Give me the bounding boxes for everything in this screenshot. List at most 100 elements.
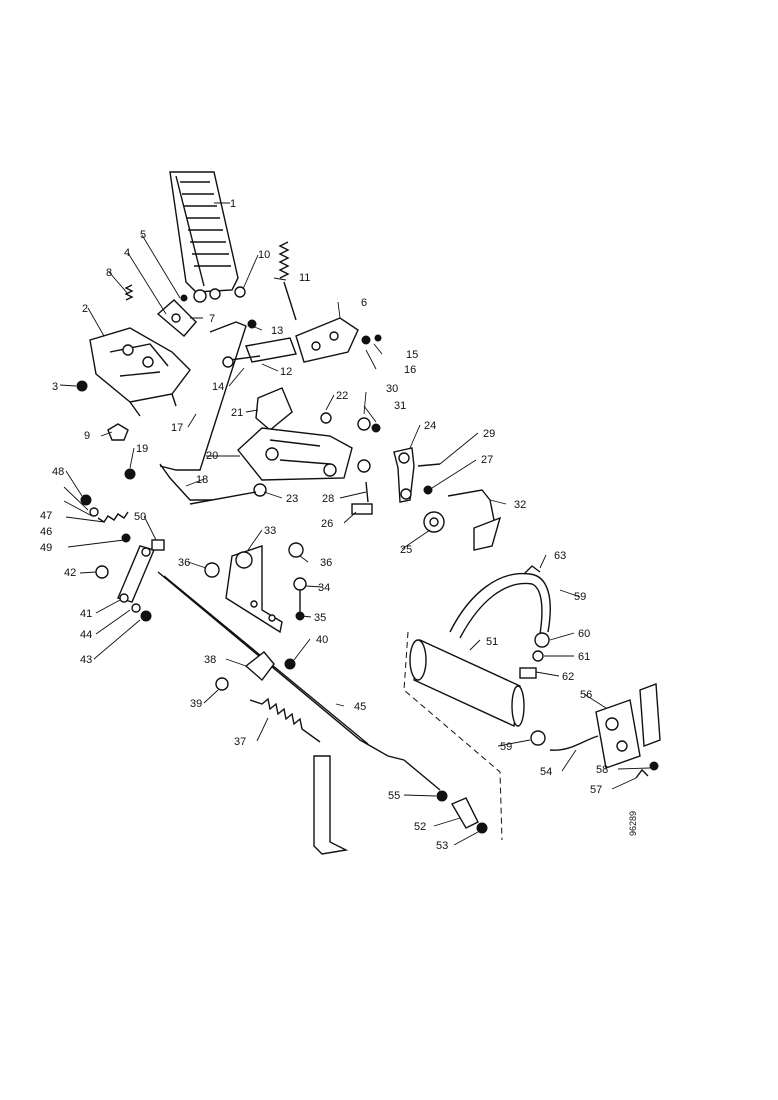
callout-63: 63	[554, 550, 566, 562]
nut-43	[140, 610, 152, 622]
callout-16: 16	[404, 364, 416, 376]
callout-3: 3	[52, 381, 58, 393]
callout-48: 48	[52, 466, 64, 478]
callout-42: 42	[64, 567, 76, 579]
callout-55: 55	[388, 790, 400, 802]
cable-end	[403, 759, 441, 791]
callout-18: 18	[196, 474, 208, 486]
clip-9	[107, 423, 129, 441]
spring-11	[278, 241, 297, 321]
bracket-21	[255, 387, 293, 431]
callout-36-right: 36	[320, 557, 332, 569]
callout-26: 26	[321, 518, 333, 530]
nut-19	[124, 468, 136, 480]
bushing-22	[320, 412, 332, 424]
callout-17: 17	[171, 422, 183, 434]
clip-57	[635, 768, 649, 779]
pedal-lever-4	[156, 299, 197, 337]
callout-61: 61	[578, 651, 590, 663]
accelerator-pedal	[169, 171, 239, 293]
lever-32	[447, 489, 502, 551]
callout-29: 29	[483, 428, 495, 440]
dashed-boundary	[403, 631, 503, 841]
callout-labels: 1 2 3 4 5 6 7 8 9 10 11 12 13 14 15 16 1…	[40, 198, 638, 852]
callout-6: 6	[361, 297, 367, 309]
callout-60: 60	[578, 628, 590, 640]
bushing-25	[423, 511, 445, 533]
clamp-63	[523, 565, 541, 575]
nut-53	[476, 822, 488, 834]
callout-44: 44	[80, 629, 92, 641]
rod-46	[157, 571, 405, 761]
bolt-29	[417, 463, 441, 467]
block-38	[244, 651, 275, 682]
pin-42	[95, 565, 109, 579]
callout-21: 21	[231, 407, 243, 419]
pedal-bushings	[180, 286, 246, 303]
callout-34: 34	[318, 582, 330, 594]
bolt-34-nut-35	[293, 577, 307, 621]
pin-39	[215, 677, 229, 691]
drawing-number: 96289	[628, 811, 638, 836]
bushing-30	[357, 417, 371, 431]
callout-20: 20	[206, 450, 218, 462]
pin-28-26	[351, 481, 373, 515]
callout-7: 7	[209, 313, 215, 325]
callout-33: 33	[264, 525, 276, 537]
callout-47: 47	[40, 510, 52, 522]
callout-39: 39	[190, 698, 202, 710]
callout-12: 12	[280, 366, 292, 378]
callout-62: 62	[562, 671, 574, 683]
callout-2: 2	[82, 303, 88, 315]
pedal-bracket-2	[89, 327, 191, 417]
callout-43: 43	[80, 654, 92, 666]
callout-22: 22	[336, 390, 348, 402]
callout-25: 25	[400, 544, 412, 556]
bracket-6	[295, 317, 382, 363]
callout-14: 14	[212, 381, 224, 393]
nut-27	[423, 485, 433, 495]
callout-40: 40	[316, 634, 328, 646]
callout-54: 54	[540, 766, 552, 778]
nut-31	[371, 423, 381, 433]
callout-9: 9	[84, 430, 90, 442]
callout-49: 49	[40, 542, 52, 554]
nut-3	[76, 380, 88, 392]
callout-45: 45	[354, 701, 366, 713]
hose-59	[449, 572, 551, 639]
spring-8	[124, 284, 134, 301]
shaft-23	[189, 491, 257, 505]
callout-59-top: 59	[574, 591, 586, 603]
lever-18	[159, 463, 212, 501]
bracket-33	[225, 545, 283, 634]
callout-35: 35	[314, 612, 326, 624]
bushing-20b	[357, 459, 371, 473]
cylinder-51	[409, 638, 525, 728]
fitting-61	[532, 650, 544, 662]
spring-stack-45-49	[80, 494, 131, 543]
washer-44	[131, 603, 141, 613]
callout-46: 46	[40, 526, 52, 538]
clip-50	[151, 539, 165, 551]
callout-37: 37	[234, 736, 246, 748]
nut-40	[284, 658, 296, 670]
callout-11: 11	[299, 272, 310, 284]
callout-30: 30	[386, 383, 398, 395]
callout-28: 28	[322, 493, 334, 505]
nut-58	[649, 761, 659, 771]
fitting-62	[519, 667, 537, 679]
callout-53: 53	[436, 840, 448, 852]
callout-24: 24	[424, 420, 436, 432]
rod-17	[159, 321, 247, 471]
callout-27: 27	[481, 454, 493, 466]
bushing-23	[253, 483, 267, 497]
spring-37	[249, 697, 321, 743]
callout-15: 15	[406, 349, 418, 361]
callout-23: 23	[286, 493, 298, 505]
bushing-36-right	[288, 542, 304, 558]
callout-38: 38	[204, 654, 216, 666]
callout-31: 31	[394, 400, 406, 412]
lever-41	[117, 545, 155, 603]
callout-10: 10	[258, 249, 270, 261]
